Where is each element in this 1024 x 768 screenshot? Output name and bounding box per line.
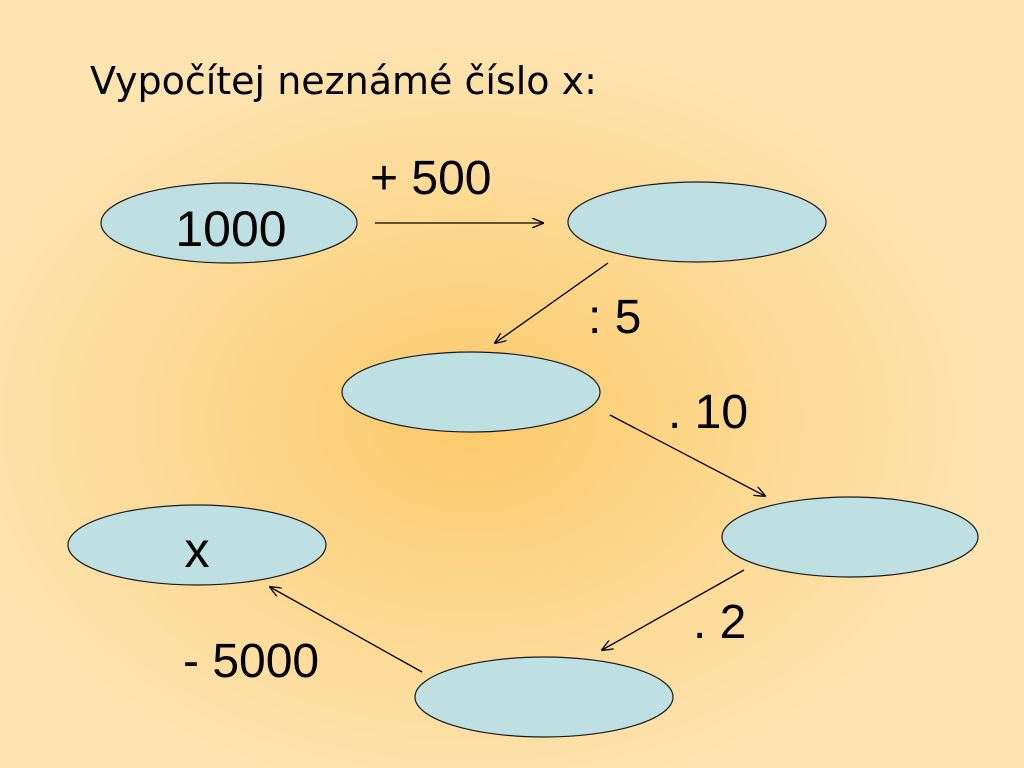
node-step4[interactable] <box>414 656 674 738</box>
node-step3[interactable] <box>721 496 979 578</box>
node-step1[interactable] <box>567 181 827 263</box>
node-start: 1000 <box>100 182 358 264</box>
op-label-multiply-10: . 10 <box>668 386 748 439</box>
op-label-add-500: + 500 <box>370 152 491 205</box>
node-start-value: 1000 <box>175 201 286 257</box>
page-title: Vypočítej neznámé číslo x: <box>90 59 597 103</box>
arrow-step1-to-step2 <box>495 262 609 343</box>
node-result: x <box>67 504 327 586</box>
arrow-step3-to-step4 <box>602 569 745 650</box>
arrow-step4-to-result <box>270 587 423 673</box>
node-step2[interactable] <box>341 351 601 433</box>
op-label-subtract-5000: - 5000 <box>183 635 319 688</box>
arrow-step2-to-step3 <box>609 414 765 496</box>
op-label-divide-5: : 5 <box>588 291 641 344</box>
op-label-multiply-2: . 2 <box>693 596 746 649</box>
node-result-value: x <box>185 522 210 578</box>
